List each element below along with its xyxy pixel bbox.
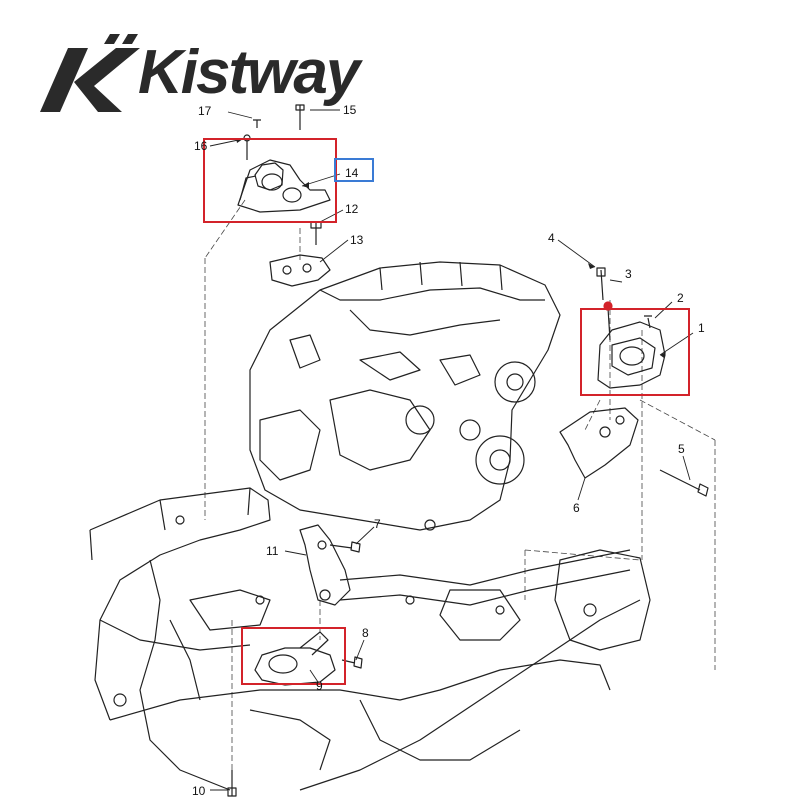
- right-mount-assembly: [597, 321, 666, 389]
- callout-9: 9: [316, 679, 323, 693]
- subframe-cradle: [89, 487, 651, 791]
- highlight-top-mount: [203, 138, 337, 223]
- callout-15: 15: [343, 103, 357, 117]
- callout-1: 1: [698, 321, 705, 335]
- callout-11: 11: [266, 544, 279, 558]
- callout-12: 12: [345, 202, 359, 216]
- callout-5: 5: [678, 442, 685, 456]
- lower-mount-assembly: [254, 631, 336, 686]
- callout-16: 16: [194, 139, 208, 153]
- highlight-item-14: [334, 158, 374, 182]
- callout-17: 17: [198, 104, 212, 118]
- bracket-11: [299, 524, 351, 606]
- callout-4: 4: [548, 231, 555, 245]
- leader-lines: [209, 109, 694, 791]
- callout-14: 14: [345, 166, 359, 180]
- bracket-6: [559, 407, 639, 479]
- callout-8: 8: [362, 626, 369, 640]
- highlight-right-mount: [580, 308, 690, 396]
- bracket-13: [269, 254, 331, 287]
- callout-6: 6: [573, 501, 580, 515]
- callout-13: 13: [350, 233, 364, 247]
- callout-3: 3: [625, 267, 632, 281]
- engine-block: [249, 261, 561, 531]
- brand-logo: Kistway: [30, 30, 360, 120]
- logo-mark: [40, 34, 140, 112]
- callout-10: 10: [192, 784, 206, 798]
- top-mount-assembly: [237, 159, 331, 213]
- callout-2: 2: [677, 291, 684, 305]
- callout-7: 7: [374, 517, 381, 531]
- brand-name: Kistway: [138, 38, 360, 107]
- dashed-guide-lines: [204, 199, 716, 790]
- highlight-lower-mount: [241, 627, 346, 685]
